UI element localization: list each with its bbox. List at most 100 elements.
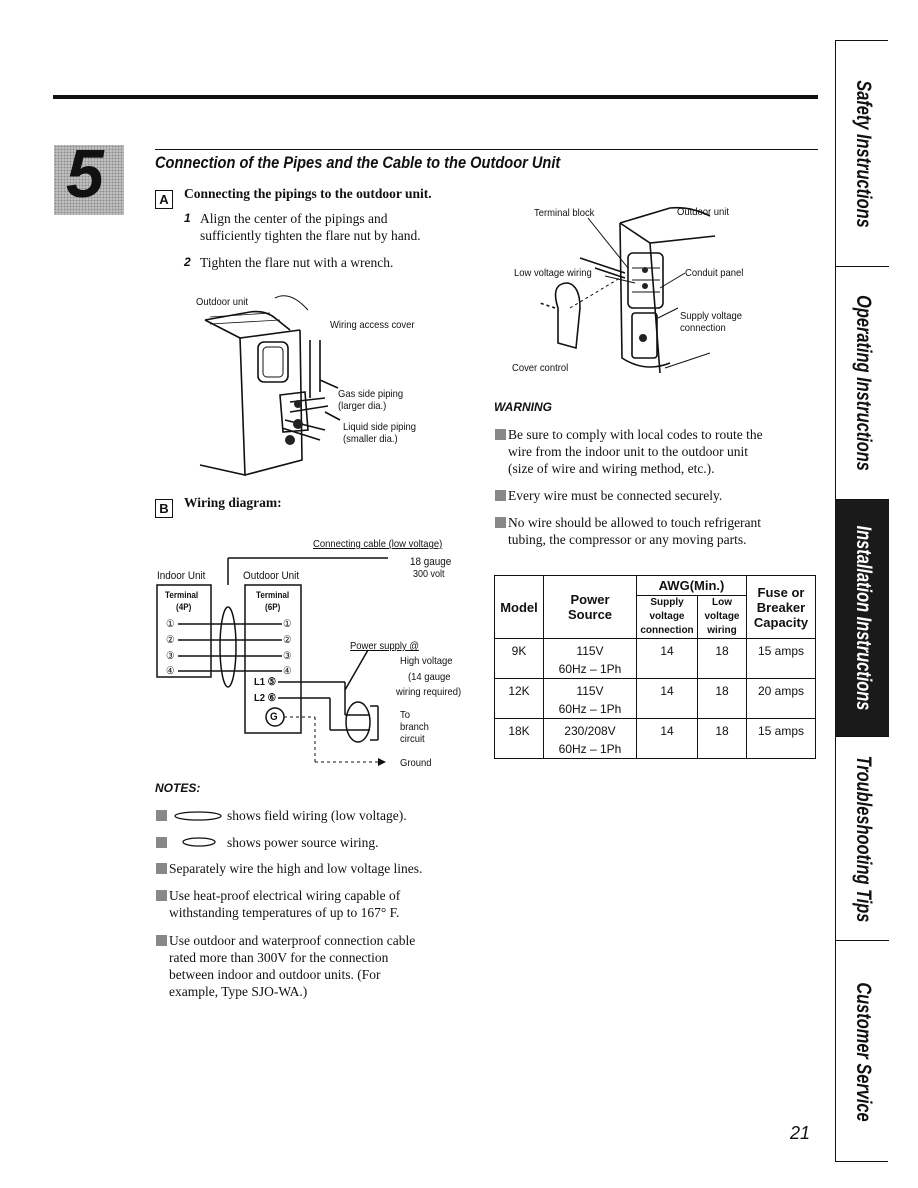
gauge-14-label: (14 gauge [408, 671, 451, 683]
connecting-cable-label: Connecting cable (low voltage) [313, 538, 443, 550]
notes-bullet-4 [156, 890, 167, 901]
table-cell-low: 18 [697, 638, 747, 679]
tab-installation-instructions[interactable]: Installation Instructions [836, 500, 889, 737]
indoor-terminal-3: ③ [166, 650, 175, 662]
warning-item-1-line-1: Be sure to comply with local codes to ro… [508, 427, 763, 442]
indoor-terminal-2: ② [166, 634, 175, 646]
page-number: 21 [790, 1123, 811, 1143]
indoor-terminal-count: (4P) [176, 602, 192, 612]
tab-label: Customer Service [851, 982, 875, 1122]
table-header-power-line-2: Source [567, 607, 613, 622]
step-number-box [54, 145, 124, 215]
notes-item-5: Use outdoor and waterproof connection ca… [169, 932, 415, 1000]
table-cell-power-line-2: 60Hz – 1Ph [558, 662, 622, 676]
table-cell-power: 115V 60Hz – 1Ph [543, 638, 637, 679]
step-1-line-2: sufficiently tighten the flare nut by ha… [200, 228, 421, 243]
warning-bullet-1 [495, 429, 506, 440]
table-cell-power-line-1: 115V [576, 644, 604, 658]
table-cell-fuse: 15 amps [746, 638, 816, 679]
table-header-awg: AWG(Min.) [636, 575, 747, 596]
tab-safety-instructions[interactable]: Safety Instructions [836, 41, 889, 267]
table-cell-model: 9K [494, 638, 544, 679]
part-b-letter: B [155, 499, 173, 518]
table-header-fuse-line-3: Capacity [753, 614, 809, 630]
notes-bullet-1 [156, 810, 167, 821]
part-b-heading: Wiring diagram: [184, 495, 282, 510]
fig-conduit-panel-label: Conduit panel [685, 267, 744, 279]
tab-label: Installation Instructions [851, 525, 875, 711]
table-cell-model: 18K [494, 718, 544, 759]
table-cell-power-line-2: 60Hz – 1Ph [558, 742, 622, 756]
warning-item-1-line-2: wire from the indoor unit to the outdoor… [508, 444, 748, 459]
notes-item-2: shows power source wiring. [227, 835, 379, 850]
wiring-required-label: wiring required) [396, 686, 462, 698]
notes-item-4-line-2: withstanding temperatures of up to 167° … [169, 905, 400, 920]
notes-item-4-line-1: Use heat-proof electrical wiring capable… [169, 888, 401, 903]
tab-operating-instructions[interactable]: Operating Instructions [836, 267, 889, 500]
tab-troubleshooting-tips[interactable]: Troubleshooting Tips [836, 737, 889, 941]
table-cell-power-line-1: 230/208V [564, 724, 616, 738]
to-label: To [400, 709, 410, 721]
step-1-line-1: Align the center of the pipings and [200, 211, 388, 226]
field-wiring-symbol [174, 811, 222, 821]
notes-item-5-line-2: rated more than 300V for the connection [169, 950, 389, 965]
notes-item-1: shows field wiring (low voltage). [227, 808, 407, 823]
notes-title: NOTES: [155, 781, 201, 795]
step-1-text: Align the center of the pipings and suff… [200, 210, 421, 244]
table-header-power-source: Power Source [543, 575, 637, 639]
table-header-low-voltage: Low voltage wiring [697, 595, 747, 639]
notes-bullet-5 [156, 935, 167, 946]
warning-item-1-line-3: (size of wire and wiring method, etc.). [508, 461, 715, 476]
fig-terminal-block-label: Terminal block [534, 207, 595, 219]
section-title: Connection of the Pipes and the Cable to… [155, 153, 561, 172]
ground-terminal-symbol: G [270, 711, 278, 723]
step-2-text: Tighten the flare nut with a wrench. [200, 255, 394, 270]
step-2-number: 2 [184, 255, 191, 269]
outdoor-terminal-count: (6P) [265, 602, 281, 612]
notes-bullet-2 [156, 837, 167, 848]
outdoor-terminal-4: ④ [283, 665, 292, 677]
fig-a-liquid-side-label-2: (smaller dia.) [343, 433, 398, 445]
section-rule [155, 149, 818, 150]
wiring-diagram [156, 557, 388, 766]
notes-item-5-line-4: example, Type SJO-WA.) [169, 984, 308, 999]
warning-item-3-line-2: tubing, the compressor or any moving par… [508, 532, 747, 547]
fig-a-liquid-side-label-1: Liquid side piping [343, 421, 417, 433]
warning-item-2: Every wire must be connected securely. [508, 488, 723, 503]
outdoor-unit-piping-figure [199, 295, 341, 477]
tab-customer-service[interactable]: Customer Service [836, 941, 889, 1163]
high-voltage-label: High voltage [400, 655, 453, 667]
table-cell-supply: 14 [636, 678, 698, 719]
outdoor-terminal-2: ② [283, 634, 292, 646]
tab-label: Safety Instructions [851, 79, 875, 228]
fig-supply-voltage-label-1: Supply voltage [680, 310, 743, 322]
table-cell-low: 18 [697, 718, 747, 759]
table-cell-power-line-1: 115V [576, 684, 604, 698]
tab-label: Troubleshooting Tips [851, 755, 875, 922]
table-header-low-line-2: voltage [704, 611, 740, 622]
indoor-terminal-1: ① [166, 618, 175, 630]
table-header-supply-line-1: Supply [650, 597, 684, 608]
ground-label: Ground [400, 757, 432, 769]
warning-bullet-2 [495, 490, 506, 501]
warning-bullet-3 [495, 517, 506, 528]
table-header-power-line-1: Power [570, 592, 610, 607]
fig-a-wiring-cover-label: Wiring access cover [330, 319, 415, 331]
outdoor-terminal-label: Terminal [256, 590, 290, 600]
volt-300-label: 300 volt [413, 569, 445, 580]
notes-item-3: Separately wire the high and low voltage… [169, 861, 423, 876]
outdoor-unit-label: Outdoor Unit [243, 570, 300, 582]
tab-label: Operating Instructions [851, 295, 875, 471]
table-header-fuse: Fuse or Breaker Capacity [746, 575, 816, 639]
wire-spec-table: Model Power Source AWG(Min.) Fuse or Bre… [494, 575, 816, 759]
table-cell-power-line-2: 60Hz – 1Ph [558, 702, 622, 716]
outdoor-terminal-1: ① [283, 618, 292, 630]
table-cell-model: 12K [494, 678, 544, 719]
table-header-low-line-1: Low [712, 597, 732, 608]
fig-low-voltage-wiring-label: Low voltage wiring [514, 267, 592, 279]
table-header-low-line-3: wiring [707, 625, 737, 636]
warning-item-3-line-1: No wire should be allowed to touch refri… [508, 515, 762, 530]
